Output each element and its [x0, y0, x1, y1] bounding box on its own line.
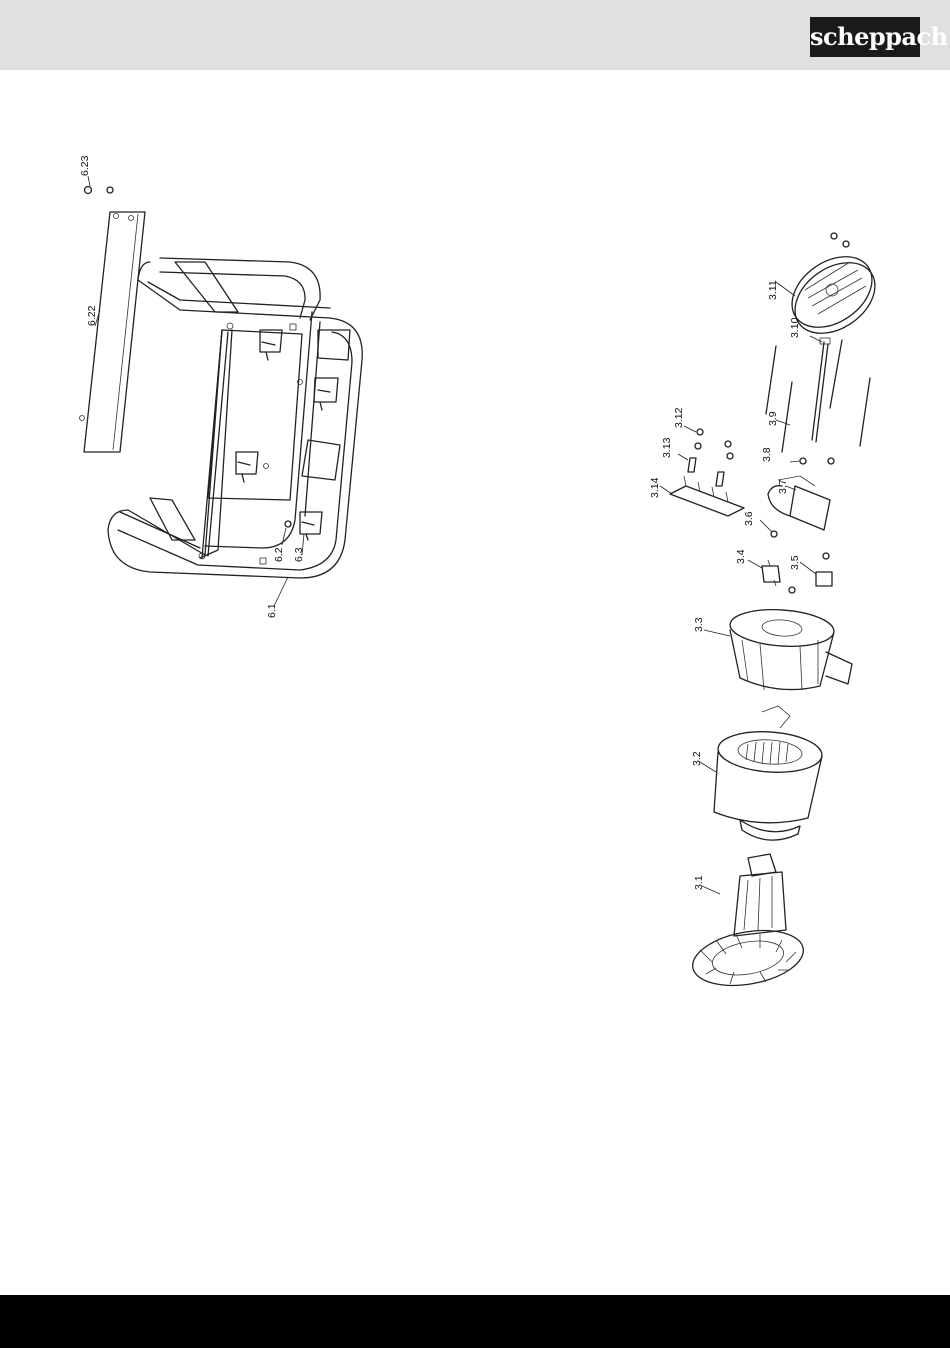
label-3-5: 3.5 — [789, 555, 801, 570]
stator-3-2 — [714, 706, 823, 840]
rail-bar-6-22 — [84, 212, 145, 452]
nut-top-2 — [843, 241, 849, 247]
mount-3 — [236, 452, 258, 482]
label-3-14: 3.14 — [649, 477, 661, 498]
rotor-3-1 — [688, 854, 807, 993]
nut-small — [107, 187, 113, 193]
scheppach-logo: scheppach — [810, 17, 920, 57]
label-3-3: 3.3 — [693, 617, 705, 632]
nut-3-8 — [800, 458, 806, 464]
label-3-4: 3.4 — [735, 549, 747, 564]
label-3-2: 3.2 — [691, 751, 703, 766]
brush-holder-3-4 — [762, 566, 780, 582]
header-bar — [0, 0, 950, 70]
label-6-1: 6.1 — [266, 603, 278, 618]
label-3-11: 3.11 — [767, 280, 779, 300]
label-6-23: 6.23 — [79, 155, 91, 176]
label-3-8: 3.8 — [761, 447, 773, 462]
label-6-2: 6.2 — [273, 547, 285, 562]
label-3-6: 3.6 — [743, 511, 755, 526]
bolt-5 — [860, 378, 870, 446]
exploded-view-diagram: 6.23 6.22 6.2 6.3 6.1 3.11 3.10 3.9 3.8 … — [0, 70, 950, 1295]
label-3-13: 3.13 — [661, 437, 673, 458]
label-3-7: 3.7 — [777, 479, 789, 494]
end-bell-3-3 — [729, 606, 852, 690]
label-3-10: 3.10 — [789, 317, 801, 338]
mount-6-3 — [300, 512, 322, 540]
bolt-1 — [766, 346, 776, 414]
clip-3-5 — [816, 572, 832, 586]
label-6-22: 6.22 — [86, 305, 98, 326]
bolt-4 — [830, 340, 842, 408]
nut-top-1 — [831, 233, 837, 239]
label-6-3: 6.3 — [293, 547, 305, 562]
footer-bar — [0, 1295, 950, 1348]
mount-2 — [314, 378, 338, 410]
mount-1 — [260, 330, 282, 360]
label-3-1: 3.1 — [693, 875, 705, 890]
regulator-3-7 — [790, 486, 830, 530]
label-3-9: 3.9 — [767, 411, 779, 426]
frame-tube-outer — [108, 262, 362, 578]
frame-assembly — [80, 176, 363, 604]
nut-6-23 — [85, 187, 92, 194]
label-3-12: 3.12 — [673, 407, 685, 428]
bolt-2 — [782, 382, 792, 452]
nut-6-2 — [285, 521, 291, 527]
terminal-strip-3-14 — [670, 486, 744, 516]
